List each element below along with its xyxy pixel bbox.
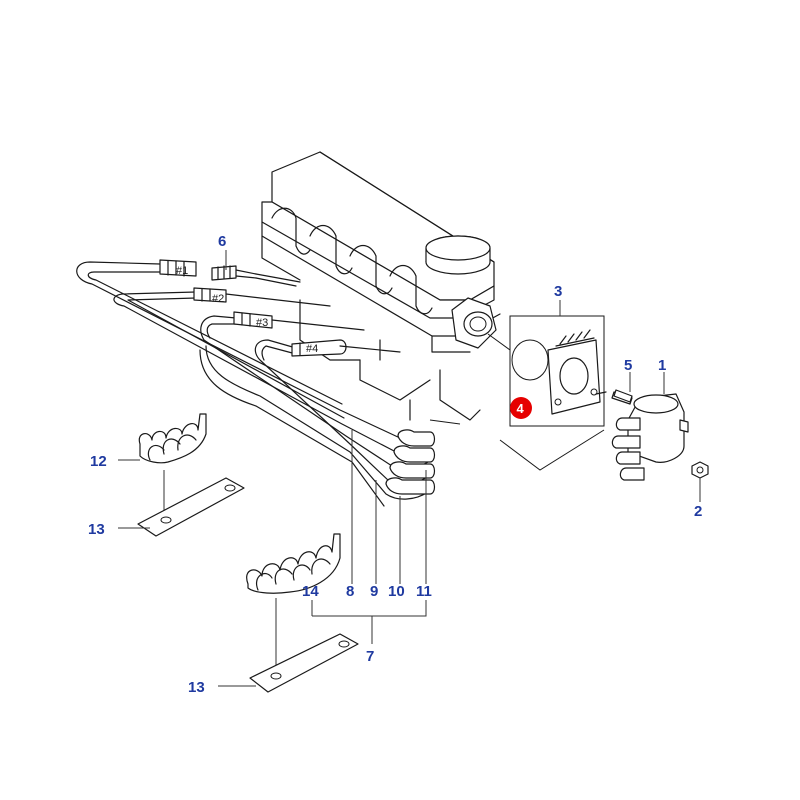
- callout-4[interactable]: 4: [517, 401, 525, 416]
- callout-4-badge[interactable]: 4: [510, 397, 532, 419]
- detail-leader-2: [499, 429, 605, 471]
- callout-8[interactable]: 8: [346, 583, 354, 600]
- cylinder-labels: #1 #2 #3 #4: [176, 265, 318, 355]
- callout-6[interactable]: 6: [218, 233, 226, 250]
- wire-clip-lower: [246, 533, 341, 594]
- bracket-upper: [137, 477, 245, 537]
- cyl-label-2: #2: [212, 293, 224, 305]
- wire-clip-upper: [138, 413, 207, 464]
- coil-nut: [691, 461, 709, 479]
- callout-1[interactable]: 1: [658, 357, 666, 374]
- callout-13-upper[interactable]: 13: [88, 521, 105, 538]
- callout-3[interactable]: 3: [554, 283, 562, 300]
- coil-bolt: [613, 389, 633, 403]
- callout-5[interactable]: 5: [624, 357, 632, 374]
- ignition-wire-set: [76, 259, 436, 507]
- callout-numbers[interactable]: 1 2 3 5 6 7 8 9 10 11 12 13 13 14: [88, 233, 702, 696]
- ignition-coil: [611, 391, 689, 481]
- callout-12[interactable]: 12: [90, 453, 107, 470]
- callout-leaders: [118, 250, 701, 687]
- engine-block: [261, 151, 501, 421]
- detail-leader: [487, 333, 511, 351]
- callout-7[interactable]: 7: [366, 648, 374, 665]
- cyl-label-1: #1: [176, 265, 188, 277]
- callout-10[interactable]: 10: [388, 583, 405, 600]
- callout-9[interactable]: 9: [370, 583, 378, 600]
- bracket-lower: [249, 633, 359, 693]
- cyl-label-4: #4: [306, 343, 318, 355]
- spark-plug: [211, 265, 301, 287]
- cyl-label-3: #3: [256, 317, 268, 329]
- cas-detail-box: [509, 315, 607, 427]
- callout-14[interactable]: 14: [302, 583, 319, 600]
- callout-2[interactable]: 2: [694, 503, 702, 520]
- callout-11[interactable]: 11: [416, 583, 432, 600]
- callout-13-lower[interactable]: 13: [188, 679, 205, 696]
- bundle-leader: [429, 419, 461, 425]
